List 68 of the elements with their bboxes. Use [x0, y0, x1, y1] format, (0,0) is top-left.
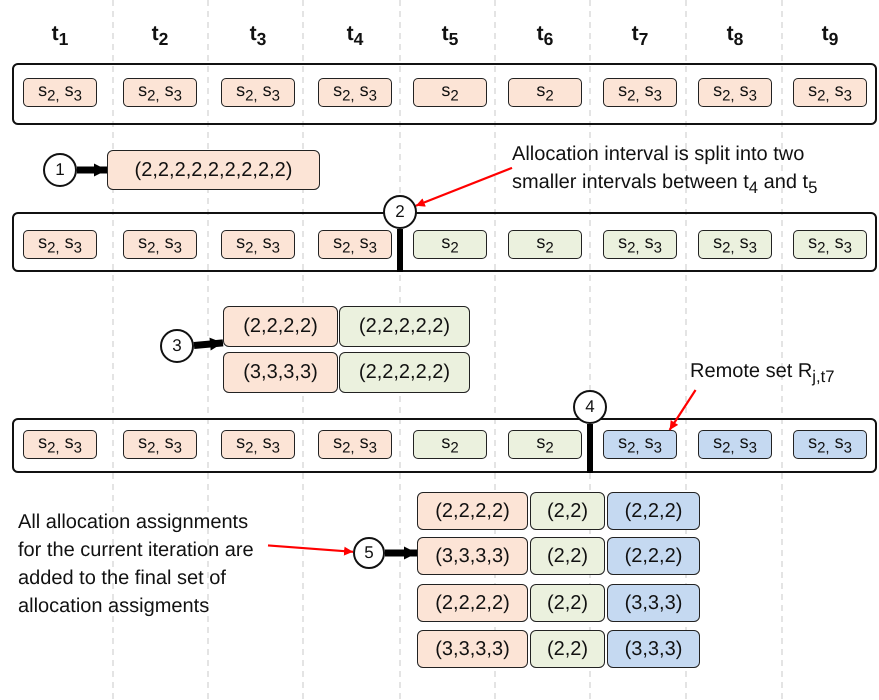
annotation-text: All allocation assignments for the current iteration are added to the final set of allocation assigments — [18, 506, 268, 622]
allocation-tuple-box: (2,2,2,2) — [417, 584, 528, 622]
server-set-box: s$_{2,}$ s$_{3}$ — [603, 230, 677, 259]
server-set-box: s$_{2}$ — [508, 230, 582, 259]
allocation-tuple-box: (3,3,3) — [607, 584, 700, 622]
server-set-box: s$_{2,}$ s$_{3}$ — [318, 230, 392, 259]
server-set-box: s$_{2}$ — [413, 78, 487, 107]
time-step-label: t$_{1}$ — [50, 22, 70, 50]
server-set-box: s$_{2,}$ s$_{3}$ — [23, 78, 97, 107]
server-set-box: s$_{2}$ — [413, 430, 487, 459]
allocation-tuple-box: (2,2,2,2) — [417, 492, 528, 530]
step-number-circle: 3 — [160, 329, 194, 363]
time-step-label: t$_{9}$ — [820, 22, 840, 50]
allocation-tuple-box: (3,3,3,3) — [417, 630, 528, 668]
allocation-tuple-box: (2,2,2) — [607, 537, 700, 575]
interval-band — [12, 63, 877, 125]
server-set-box: s$_{2,}$ s$_{3}$ — [123, 78, 197, 107]
time-step-label: t$_{7}$ — [630, 22, 650, 50]
arrow — [415, 166, 512, 207]
server-set-box: s$_{2,}$ s$_{3}$ — [221, 78, 295, 107]
server-set-box: s$_{2,}$ s$_{3}$ — [318, 78, 392, 107]
server-set-box: s$_{2,}$ s$_{3}$ — [793, 430, 867, 459]
server-set-box: s$_{2,}$ s$_{3}$ — [123, 430, 197, 459]
time-step-label: t$_{3}$ — [248, 22, 268, 50]
annotation-text: Allocation interval is split into two smaller intervals between t$_{4}$ and t$_{5}$ — [512, 140, 852, 202]
allocation-tuple-box: (2,2,2) — [607, 492, 700, 530]
arrow — [194, 338, 224, 351]
interval-band — [12, 418, 877, 473]
step-number-circle: 1 — [43, 153, 77, 187]
time-step-label: t$_{2}$ — [150, 22, 170, 50]
step-number-circle: 5 — [353, 537, 385, 569]
server-set-box: s$_{2}$ — [508, 78, 582, 107]
server-set-box: s$_{2,}$ s$_{3}$ — [793, 230, 867, 259]
server-set-box: s$_{2,}$ s$_{3}$ — [698, 430, 772, 459]
server-set-box: s$_{2,}$ s$_{3}$ — [603, 430, 677, 459]
time-step-label: t$_{6}$ — [536, 22, 554, 50]
step-number-circle: 4 — [573, 390, 607, 424]
allocation-tuple-box: (3,3,3) — [607, 630, 700, 668]
server-set-box: s$_{2}$ — [508, 430, 582, 459]
arrow — [668, 389, 696, 431]
server-set-box: s$_{2,}$ s$_{3}$ — [221, 430, 295, 459]
server-set-box: s$_{2,}$ s$_{3}$ — [603, 78, 677, 107]
time-step-label: t$_{8}$ — [726, 22, 744, 50]
step-number-circle: 2 — [383, 195, 417, 229]
server-set-box: s$_{2,}$ s$_{3}$ — [23, 230, 97, 259]
allocation-tuple-box: (3,3,3,3) — [417, 537, 528, 575]
allocation-tuple-box: (2,2,2,2,2,2,2,2,2) — [107, 150, 320, 190]
server-set-box: s$_{2,}$ s$_{3}$ — [698, 230, 772, 259]
arrow — [384, 546, 417, 560]
allocation-tuple-box: (2,2) — [530, 630, 605, 668]
time-step-label: t$_{4}$ — [346, 22, 364, 50]
allocation-tuple-box: (2,2,2,2) — [223, 306, 338, 347]
server-set-box: s$_{2,}$ s$_{3}$ — [793, 78, 867, 107]
allocation-tuple-box: (2,2,2,2,2) — [339, 306, 470, 347]
server-set-box: s$_{2,}$ s$_{3}$ — [23, 430, 97, 459]
server-set-box: s$_{2,}$ s$_{3}$ — [123, 230, 197, 259]
server-set-box: s$_{2}$ — [413, 230, 487, 259]
allocation-tuple-box: (2,2) — [530, 492, 605, 530]
allocation-tuple-box: (2,2) — [530, 537, 605, 575]
allocation-tuple-box: (2,2,2,2,2) — [339, 352, 470, 393]
server-set-box: s$_{2,}$ s$_{3}$ — [318, 430, 392, 459]
arrow — [268, 544, 354, 556]
allocation-tuple-box: (3,3,3,3) — [223, 352, 338, 393]
server-set-box: s$_{2,}$ s$_{3}$ — [698, 78, 772, 107]
arrow — [77, 164, 107, 176]
allocation-tuple-box: (2,2) — [530, 584, 605, 622]
server-set-box: s$_{2,}$ s$_{3}$ — [221, 230, 295, 259]
time-step-label: t$_{5}$ — [440, 22, 460, 50]
